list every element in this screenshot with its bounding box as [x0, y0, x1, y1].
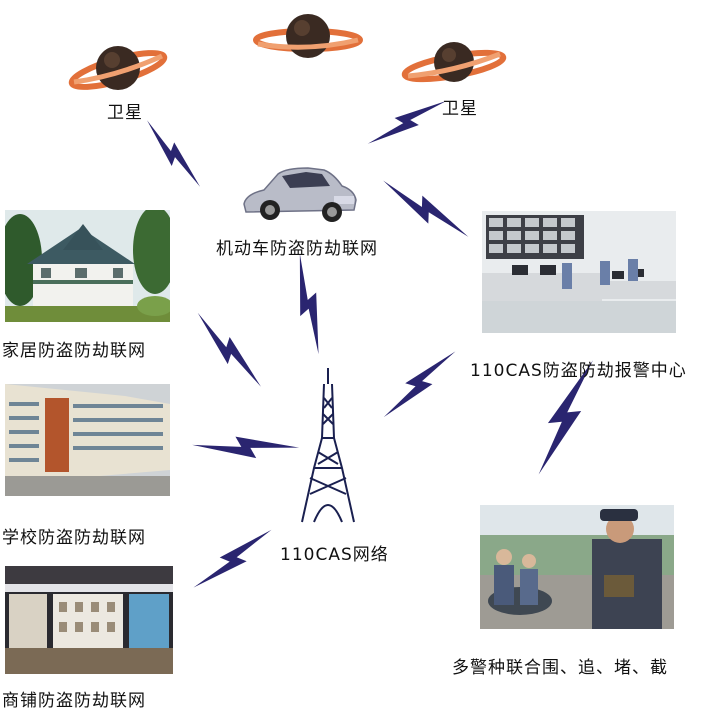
police-photo: [480, 505, 674, 629]
lightning-bolt: [380, 339, 458, 429]
lightning-bolt: [135, 118, 211, 190]
lightning-bolt: [191, 517, 275, 602]
home-network-label: 家居防盗防劫联网: [2, 341, 146, 361]
network-label: 110CAS网络: [280, 545, 389, 565]
satellite-label: 卫星: [442, 99, 478, 119]
satellite-planet-icon: [68, 46, 168, 90]
lightning-bolt: [365, 86, 448, 157]
school-network-label: 学校防盗防劫联网: [2, 528, 146, 548]
alarm-center-label: 110CAS防盗防劫报警中心: [470, 361, 687, 381]
shop-photo: [5, 566, 173, 674]
car-image: [243, 167, 357, 222]
lightning-bolt: [280, 252, 337, 356]
police-response-label: 多警种联合围、追、堵、截: [452, 658, 668, 678]
satellite-label: 卫星: [107, 103, 143, 123]
vehicle-network-label: 机动车防盗防劫联网: [216, 239, 378, 259]
satellite-planet-icon: [401, 42, 507, 83]
shop-network-label: 商铺防盗防劫联网: [2, 691, 146, 711]
lightning-bolt: [184, 311, 273, 390]
network-tower-icon: [301, 368, 355, 523]
home-photo: [5, 210, 170, 322]
school-photo: [5, 384, 170, 496]
lightning-bolt: [374, 178, 477, 241]
alarm-center-photo: [482, 211, 676, 333]
satellite-planet-icon: [253, 14, 363, 58]
lightning-bolt: [191, 428, 300, 467]
